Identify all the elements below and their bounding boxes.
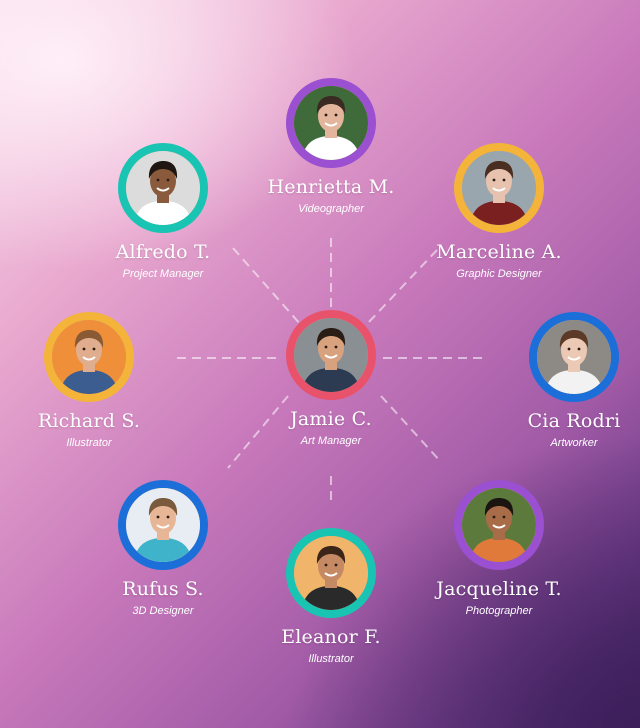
- team-member-richard[interactable]: Richard S. Illustrator: [9, 312, 169, 449]
- member-name: Henrietta M.: [267, 176, 395, 198]
- avatar[interactable]: [286, 78, 376, 168]
- avatar[interactable]: [454, 480, 544, 570]
- connector-line: [227, 395, 289, 469]
- avatar[interactable]: [44, 312, 134, 402]
- member-name: Jamie C.: [290, 408, 372, 430]
- team-member-jacqueline[interactable]: Jacqueline T. Photographer: [419, 480, 579, 617]
- avatar[interactable]: [286, 310, 376, 400]
- connector-line: [366, 249, 438, 325]
- connector-line: [232, 247, 302, 326]
- member-role: 3D Designer: [132, 605, 194, 617]
- portrait-illustration: [294, 318, 368, 392]
- member-name: Eleanor F.: [281, 626, 381, 648]
- team-member-eleanor[interactable]: Eleanor F. Illustrator: [251, 528, 411, 665]
- portrait-illustration: [126, 488, 200, 562]
- team-member-rufus[interactable]: Rufus S. 3D Designer: [83, 480, 243, 617]
- member-role: Illustrator: [308, 653, 354, 665]
- member-role: Illustrator: [66, 437, 112, 449]
- member-role: Art Manager: [300, 435, 362, 447]
- member-name: Richard S.: [37, 410, 141, 432]
- member-name: Rufus S.: [122, 578, 204, 600]
- team-member-alfredo[interactable]: Alfredo T. Project Manager: [83, 143, 243, 280]
- avatar[interactable]: [118, 143, 208, 233]
- portrait-illustration: [294, 536, 368, 610]
- member-role: Videographer: [298, 203, 364, 215]
- portrait-illustration: [462, 488, 536, 562]
- member-role: Project Manager: [122, 268, 204, 280]
- member-role: Photographer: [465, 605, 533, 617]
- avatar[interactable]: [529, 312, 619, 402]
- member-role: Graphic Designer: [456, 268, 542, 280]
- avatar[interactable]: [286, 528, 376, 618]
- member-name: Jacqueline T.: [436, 578, 562, 600]
- portrait-illustration: [126, 151, 200, 225]
- portrait-illustration: [294, 86, 368, 160]
- avatar[interactable]: [118, 480, 208, 570]
- team-member-jamie-center[interactable]: Jamie C. Art Manager: [251, 310, 411, 447]
- member-name: Alfredo T.: [115, 241, 211, 263]
- portrait-illustration: [462, 151, 536, 225]
- team-member-henrietta[interactable]: Henrietta M. Videographer: [251, 78, 411, 215]
- member-name: Marceline A.: [436, 241, 562, 263]
- member-name: Cia Rodri: [527, 410, 621, 432]
- avatar[interactable]: [454, 143, 544, 233]
- portrait-illustration: [537, 320, 611, 394]
- member-role: Artworker: [550, 437, 598, 449]
- portrait-illustration: [52, 320, 126, 394]
- team-member-marceline[interactable]: Marceline A. Graphic Designer: [419, 143, 579, 280]
